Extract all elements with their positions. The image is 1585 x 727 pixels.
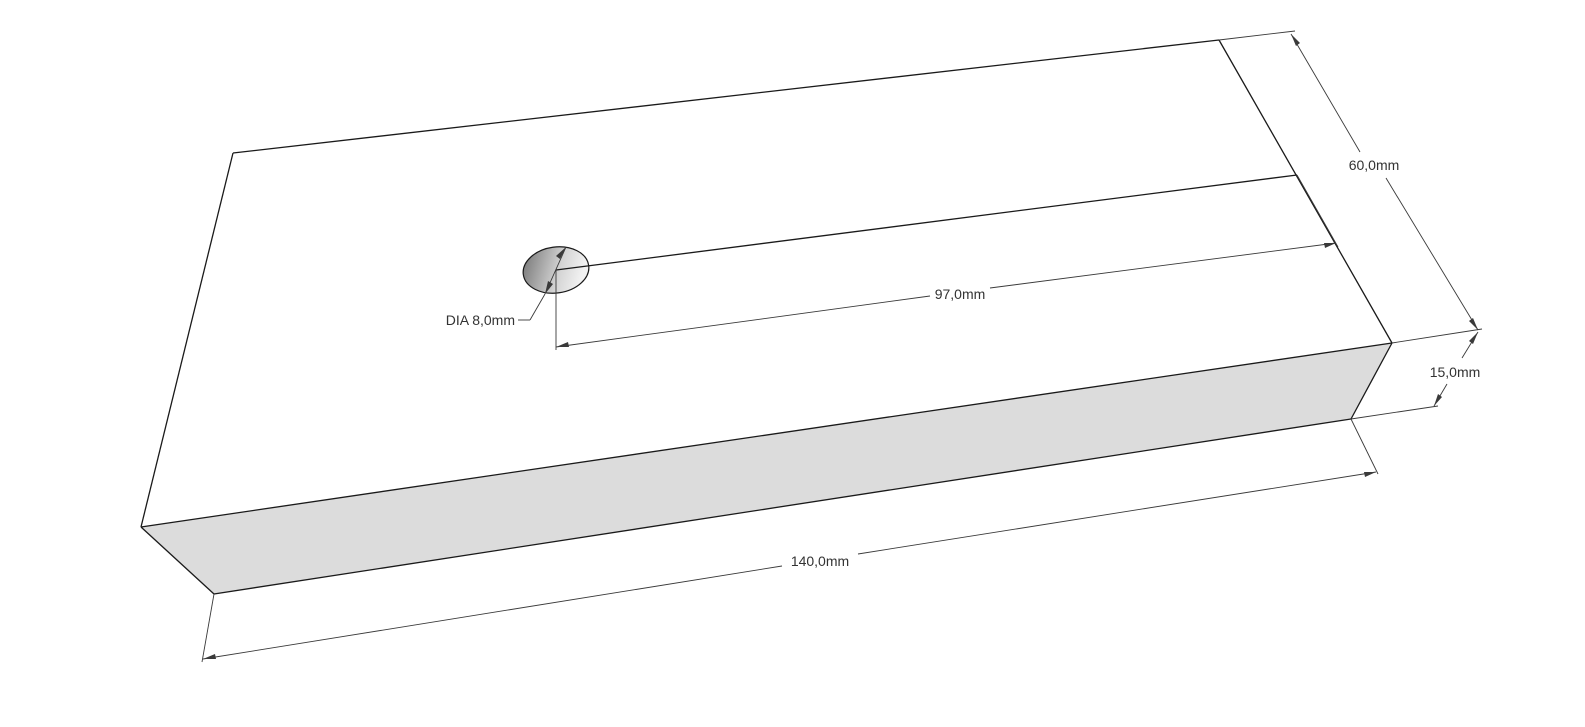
top-front-edge xyxy=(140,342,1393,528)
ext-line-right-edge xyxy=(1296,174,1339,248)
label-height: 15,0mm xyxy=(1430,364,1481,380)
block-edges xyxy=(140,39,1393,595)
top-back-edge xyxy=(232,39,1220,154)
arrow-97-left xyxy=(556,342,569,347)
ext-line-length-left xyxy=(201,593,215,663)
arrow-15-bottom xyxy=(1434,394,1442,406)
ext-line-width-back xyxy=(1218,30,1296,41)
ext-line-height-bottom xyxy=(1350,405,1439,420)
ext-line-length-right xyxy=(1350,418,1379,475)
front-right-edge xyxy=(1350,342,1393,420)
arrow-60-bottom xyxy=(1469,318,1478,330)
dim-line-97 xyxy=(555,295,931,348)
arrow-140-left xyxy=(203,654,216,659)
dim-line-60a xyxy=(1290,33,1361,153)
label-length: 140,0mm xyxy=(791,553,849,569)
arrow-140-right xyxy=(1364,472,1376,477)
dimension-height: 15,0mm xyxy=(1350,331,1481,420)
dia-leader xyxy=(529,293,546,321)
front-left-edge xyxy=(140,526,215,595)
dim-line-140b xyxy=(857,471,1377,555)
top-left-edge xyxy=(140,152,234,528)
hole-axis-line xyxy=(555,174,1298,271)
label-hole-diameter: DIA 8,0mm xyxy=(446,312,515,328)
dimension-width: 60,0mm xyxy=(1218,30,1483,344)
bottom-front-edge xyxy=(213,418,1352,595)
dim-line-140a xyxy=(202,565,783,660)
top-right-edge xyxy=(1218,39,1393,344)
dimension-hole-diameter: DIA 8,0mm xyxy=(446,246,567,328)
dimension-length: 140,0mm xyxy=(201,418,1379,663)
block-top-face xyxy=(141,40,1392,527)
dimension-hole-offset: 97,0mm xyxy=(555,174,1339,350)
arrow-60-top xyxy=(1291,34,1300,46)
arrow-dia-top xyxy=(556,247,566,259)
arrow-15-top xyxy=(1469,332,1478,344)
dim-line-60b xyxy=(1385,177,1479,331)
arrow-dia-bottom xyxy=(545,281,553,294)
dim-line-97b xyxy=(989,242,1337,289)
arrow-97-right xyxy=(1324,243,1336,248)
block-front-face xyxy=(141,343,1392,594)
label-width: 60,0mm xyxy=(1349,157,1400,173)
label-hole-offset: 97,0mm xyxy=(935,286,986,302)
ext-line-width-front xyxy=(1391,328,1483,344)
